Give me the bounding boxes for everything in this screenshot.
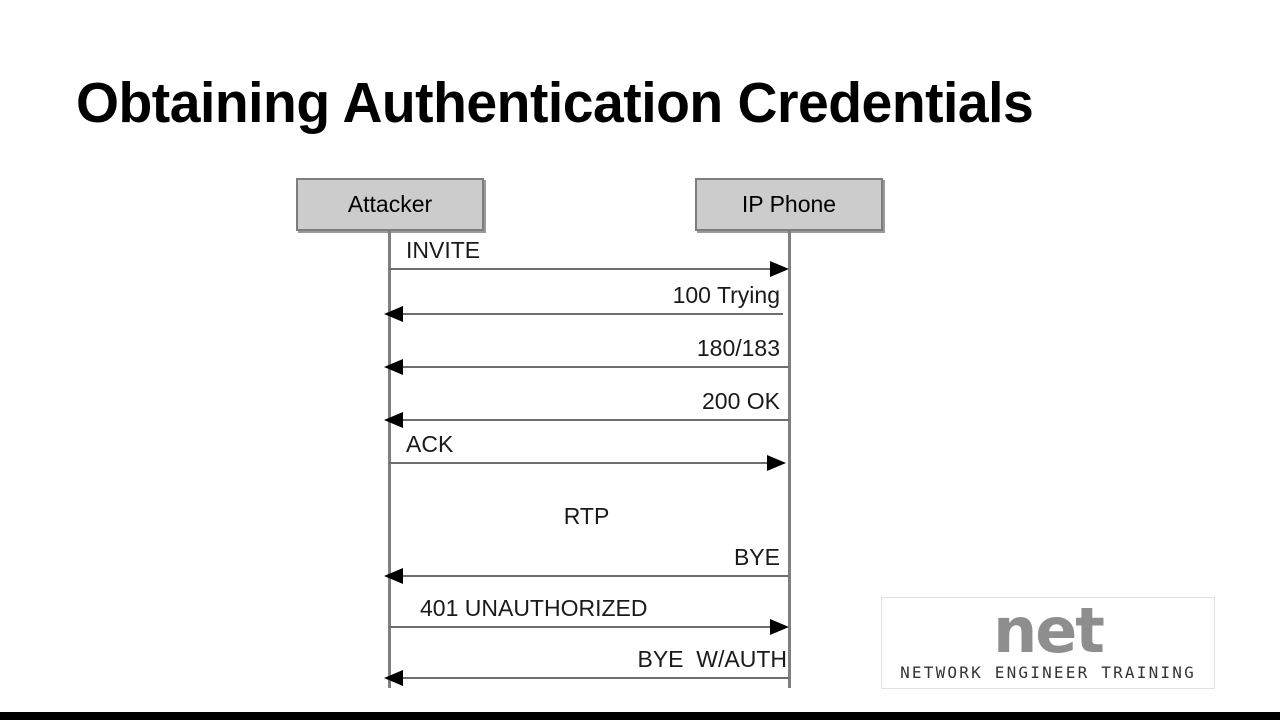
participant-box-attacker: Attacker xyxy=(296,178,484,231)
arrow-head-right-icon xyxy=(770,261,789,277)
arrow-head-right-icon xyxy=(770,619,789,635)
message-label: BYE W/AUTH xyxy=(637,646,787,672)
message-label: 200 OK xyxy=(702,388,780,414)
message-arrow-line xyxy=(403,366,789,368)
message-label: 180/183 xyxy=(696,335,780,361)
arrow-head-left-icon xyxy=(384,359,403,375)
lifeline-attacker xyxy=(388,231,391,688)
message-arrow-line xyxy=(389,268,770,270)
message-arrow-line xyxy=(389,626,770,628)
message-arrow-line xyxy=(403,677,789,679)
logo-wordmark: net xyxy=(993,597,1105,667)
message-label: INVITE xyxy=(406,237,481,263)
logo-tagline: NETWORK ENGINEER TRAINING xyxy=(900,663,1196,682)
bottom-bar xyxy=(0,712,1280,720)
message-arrow-line xyxy=(403,313,783,315)
participant-box-ip-phone: IP Phone xyxy=(695,178,883,231)
arrow-head-left-icon xyxy=(384,670,403,686)
page-title: Obtaining Authentication Credentials xyxy=(76,71,1034,135)
message-label: ACK xyxy=(406,431,454,457)
lifeline-ip-phone xyxy=(788,231,791,688)
note-label-rtp: RTP xyxy=(563,503,610,529)
participant-label-ip-phone: IP Phone xyxy=(741,191,837,217)
message-label: BYE xyxy=(733,544,780,570)
participant-label-attacker: Attacker xyxy=(347,191,433,217)
arrow-head-left-icon xyxy=(384,568,403,584)
brand-logo: net NETWORK ENGINEER TRAINING xyxy=(881,597,1215,689)
message-arrow-line xyxy=(403,419,789,421)
message-arrow-line xyxy=(403,575,789,577)
arrow-head-right-icon xyxy=(767,455,786,471)
arrow-head-left-icon xyxy=(384,306,403,322)
message-label: 401 UNAUTHORIZED xyxy=(420,595,648,621)
arrow-head-left-icon xyxy=(384,412,403,428)
message-arrow-line xyxy=(389,462,767,464)
message-label: 100 Trying xyxy=(672,282,780,308)
